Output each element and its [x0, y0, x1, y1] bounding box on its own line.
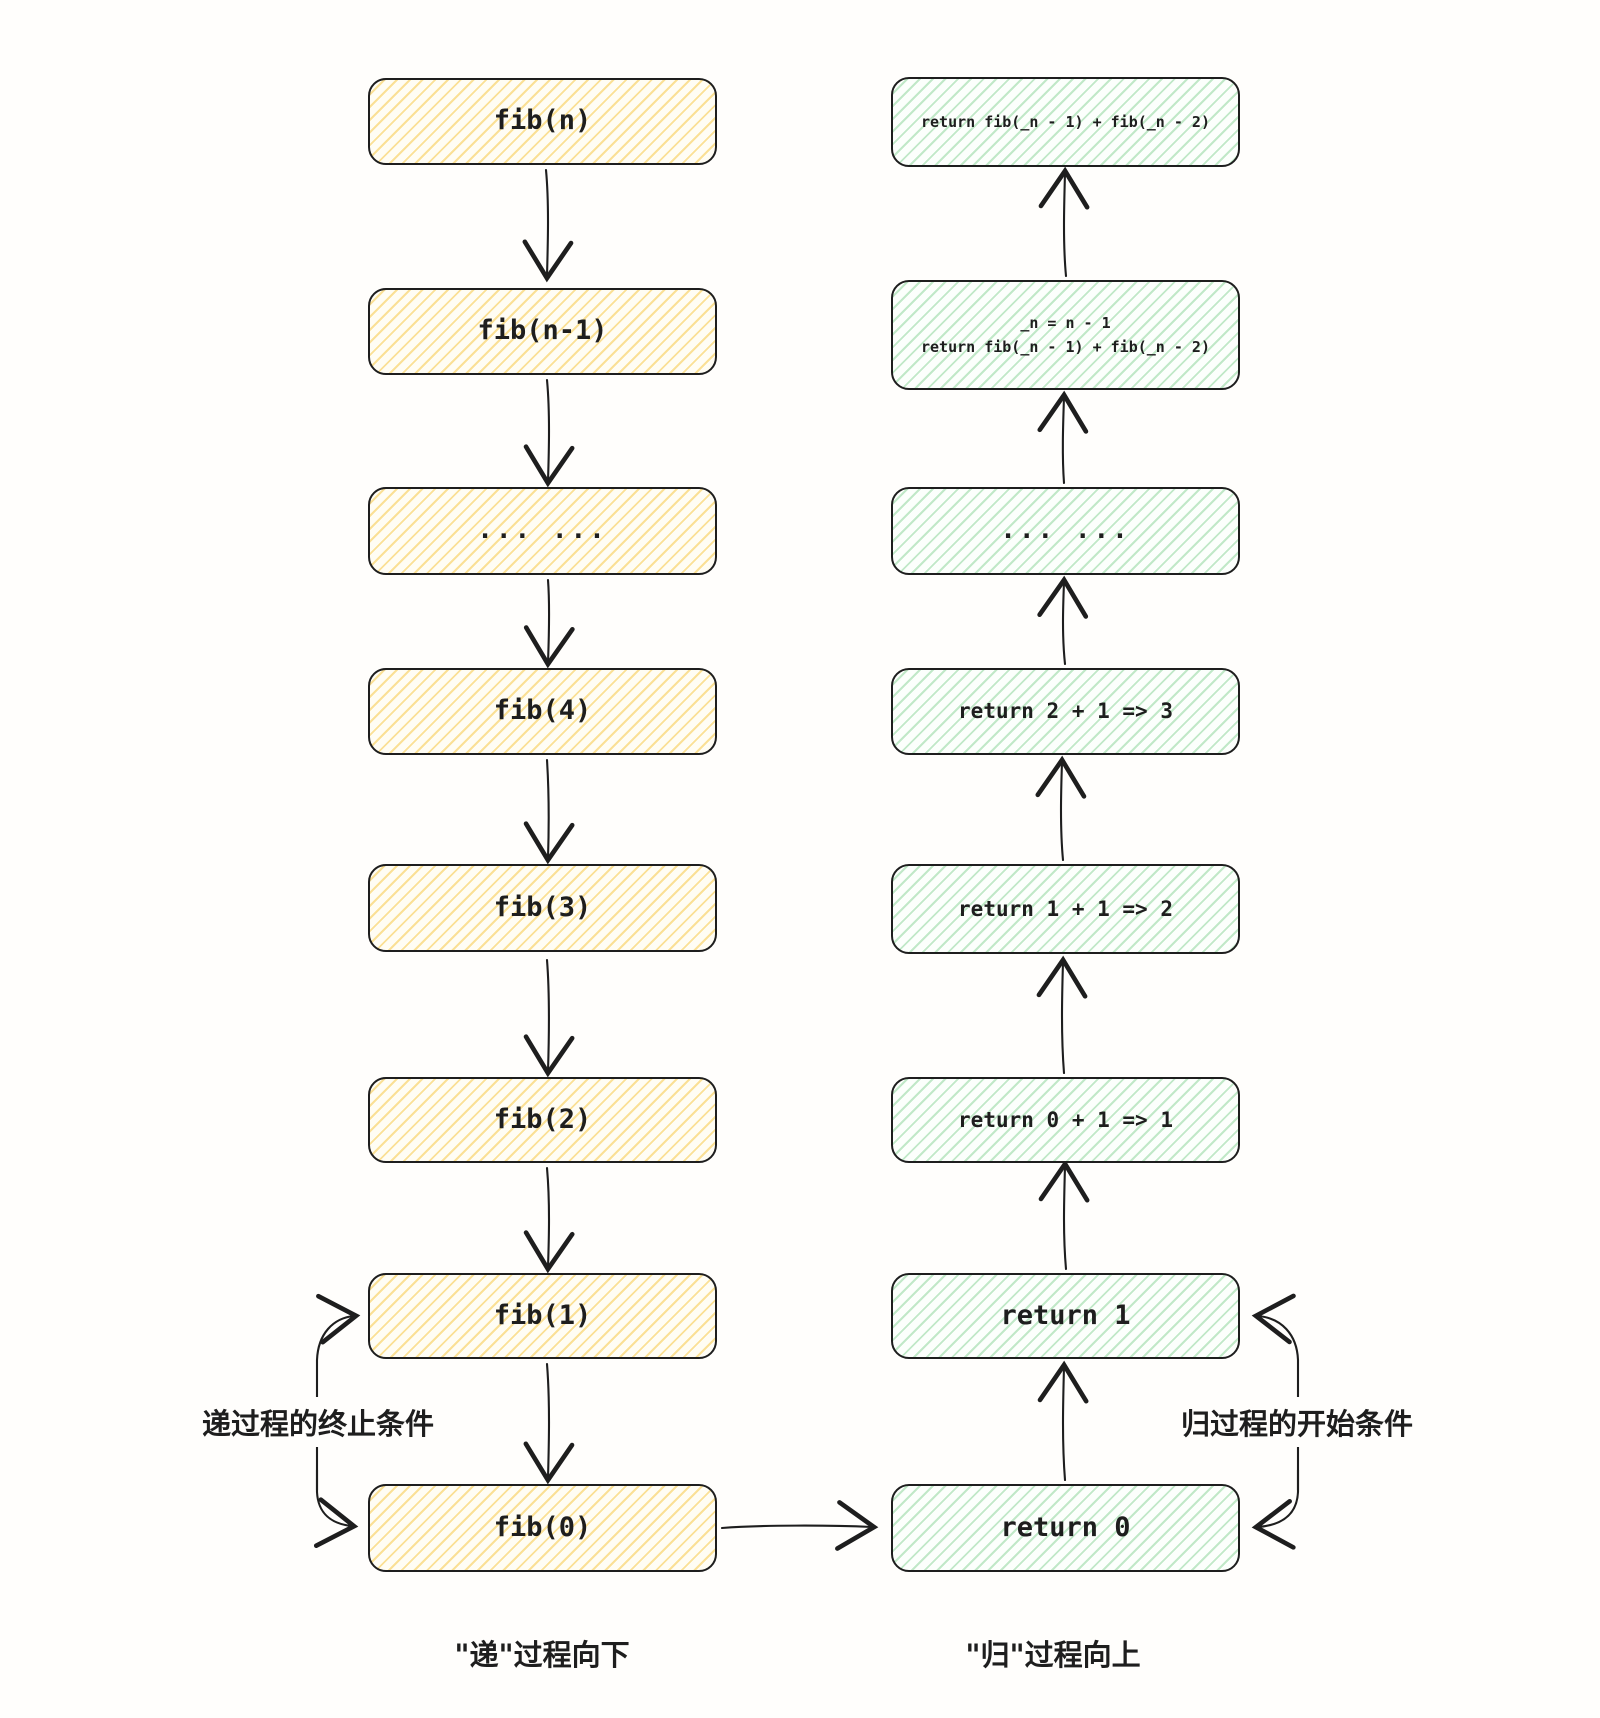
- up-arrow-4: [1035, 755, 1087, 862]
- node-label-line2: return fib(_n - 1) + fib(_n - 2): [921, 337, 1210, 356]
- down-arrow-4: [523, 758, 575, 865]
- node-label: return 0 + 1 => 1: [958, 1107, 1173, 1132]
- down-arrow-6: [523, 1166, 575, 1274]
- up-arrow-1: [1038, 166, 1090, 278]
- node-fib-n-1: fib(n-1): [368, 288, 717, 375]
- node-label: ... ...: [477, 515, 608, 546]
- node-fib-0: fib(0): [368, 1484, 717, 1572]
- down-arrow-1: [522, 168, 574, 283]
- node-label: fib(n-1): [477, 315, 608, 347]
- node-return-1: return 1: [891, 1273, 1240, 1359]
- terminate-bracket-arrow-bottom: [313, 1468, 359, 1548]
- start-bracket-arrow-bottom: [1251, 1468, 1300, 1550]
- node-label: ... ...: [1000, 515, 1131, 546]
- node-fib-1: fib(1): [368, 1273, 717, 1359]
- caption-return-phase: "归"过程向上: [965, 1638, 1141, 1672]
- node-label: fib(3): [493, 891, 592, 923]
- annotation-terminate-condition: 递过程的终止条件: [193, 1397, 443, 1447]
- node-label-line1: _n = n - 1: [1020, 314, 1111, 333]
- caption-descend-phase: "递"过程向下: [454, 1638, 630, 1672]
- node-return-2-plus-1: return 2 + 1 => 3: [891, 668, 1240, 755]
- node-fib-3: fib(3): [368, 864, 717, 952]
- node-assign-return-expr: _n = n - 1 return fib(_n - 1) + fib(_n -…: [891, 280, 1240, 390]
- down-arrow-5: [523, 958, 575, 1078]
- handoff-arrow: [720, 1500, 879, 1551]
- up-arrow-5: [1036, 955, 1088, 1075]
- node-label: return fib(_n - 1) + fib(_n - 2): [921, 112, 1210, 131]
- down-arrow-3: [523, 578, 575, 669]
- node-ellipsis-right: ... ...: [891, 487, 1240, 575]
- up-arrow-7: [1037, 1360, 1089, 1482]
- node-label: fib(1): [493, 1299, 592, 1331]
- down-arrow-2: [523, 378, 575, 488]
- node-label: return 1: [1000, 1299, 1131, 1331]
- node-return-1-plus-1: return 1 + 1 => 2: [891, 864, 1240, 954]
- node-label: fib(0): [493, 1511, 592, 1543]
- node-label: fib(2): [493, 1103, 592, 1135]
- node-label: return 0: [1000, 1511, 1131, 1543]
- up-arrow-6: [1038, 1159, 1090, 1271]
- node-return-expr: return fib(_n - 1) + fib(_n - 2): [891, 77, 1240, 167]
- up-arrow-2: [1037, 390, 1089, 485]
- node-label: return 1 + 1 => 2: [958, 896, 1173, 921]
- up-arrow-3: [1037, 575, 1089, 666]
- node-fib-2: fib(2): [368, 1077, 717, 1163]
- node-fib-4: fib(4): [368, 668, 717, 755]
- node-ellipsis-left: ... ...: [368, 487, 717, 575]
- node-return-0: return 0: [891, 1484, 1240, 1572]
- down-arrow-7: [523, 1362, 575, 1485]
- node-fib-n: fib(n): [368, 78, 717, 165]
- node-label: fib(4): [493, 695, 592, 727]
- node-label: fib(n): [493, 105, 592, 137]
- node-return-0-plus-1: return 0 + 1 => 1: [891, 1077, 1240, 1163]
- annotation-start-condition: 归过程的开始条件: [1172, 1397, 1422, 1447]
- node-label: return 2 + 1 => 3: [958, 699, 1173, 724]
